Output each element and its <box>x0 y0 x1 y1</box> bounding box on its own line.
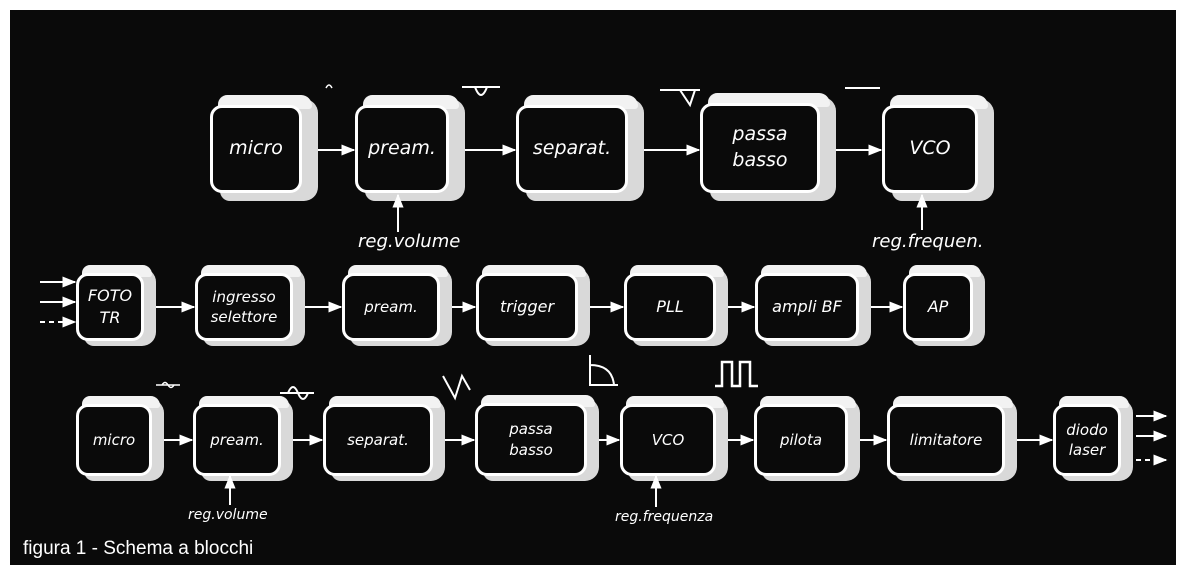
row2-block-ingresso-selettore: ingresso selettore <box>195 265 305 347</box>
diagram-panel: micro pream. separat. passa basso VCO re… <box>10 10 1176 565</box>
sawtooth-glyph <box>660 89 700 108</box>
sawtooth-glyph <box>442 373 471 401</box>
row2-block-trigger: trigger <box>476 265 590 347</box>
row1-block-pream: pream. <box>355 95 465 203</box>
block-label: TR <box>99 308 121 327</box>
row3-control-frequency: reg.frequenza <box>615 509 714 525</box>
row3-block-limitatore: limitatore <box>887 396 1017 482</box>
row1-block-separat: separat. <box>516 95 644 203</box>
row2-block-ap: AP <box>903 265 985 347</box>
row1-control-frequency: reg.frequen. <box>872 231 984 252</box>
row3-block-pream: pream. <box>193 396 293 482</box>
row3-block-micro: micro <box>76 396 164 482</box>
row2-block-pll: PLL <box>624 265 728 347</box>
row2-block-foto-tr: FOTO TR <box>76 265 156 347</box>
row3-block-pilota: pilota <box>754 396 860 482</box>
block-label: diodo <box>1066 420 1108 439</box>
row3-block-separat: separat. <box>323 396 445 482</box>
block-label: pream. <box>368 137 436 160</box>
block-label: limitatore <box>909 430 983 449</box>
sine-wave-glyph <box>280 386 314 400</box>
row1-block-micro: micro <box>210 95 318 203</box>
block-label: VCO <box>909 137 951 160</box>
row3-block-vco: VCO <box>620 396 728 482</box>
quarter-curve-glyph <box>589 355 618 386</box>
block-label: pream. <box>210 430 264 449</box>
block-label: selettore <box>210 308 278 326</box>
row3-block-diodo-laser: diodo laser <box>1053 396 1133 482</box>
block-label: AP <box>927 297 949 317</box>
row1-control-volume: reg.volume <box>358 231 461 252</box>
sine-wave-glyph <box>156 381 180 389</box>
block-label: laser <box>1068 441 1106 459</box>
block-label: pream. <box>364 297 418 316</box>
block-label: separat. <box>347 430 409 449</box>
row2-block-ampli-bf: ampli BF <box>755 265 871 347</box>
block-label: VCO <box>651 430 685 449</box>
block-label: trigger <box>499 297 555 317</box>
block-label: basso <box>509 440 553 459</box>
block-label: separat. <box>532 137 612 160</box>
block-label: PLL <box>656 297 684 317</box>
figure-caption: figura 1 - Schema a blocchi <box>23 538 254 559</box>
sine-wave-glyph <box>462 86 500 96</box>
block-label: FOTO <box>87 286 133 306</box>
block-label: pilota <box>779 430 823 449</box>
block-label: passa <box>509 420 553 439</box>
block-label: basso <box>732 149 788 171</box>
block-label: ampli BF <box>772 297 842 317</box>
row1-block-passa-basso: passa basso <box>700 93 836 203</box>
row2-block-pream: pream. <box>342 265 452 347</box>
square-wave-glyph <box>715 360 758 388</box>
row1-block-vco: VCO <box>882 95 994 203</box>
row3-control-volume: reg.volume <box>188 507 268 523</box>
block-label: micro <box>229 137 283 160</box>
signal-flow-lines <box>40 84 1168 507</box>
block-label: ingresso <box>212 287 276 306</box>
row3-block-passa-basso: passa basso <box>475 395 599 482</box>
block-label: micro <box>92 430 136 449</box>
sine-wave-glyph <box>325 84 333 89</box>
block-label: passa <box>732 123 788 146</box>
